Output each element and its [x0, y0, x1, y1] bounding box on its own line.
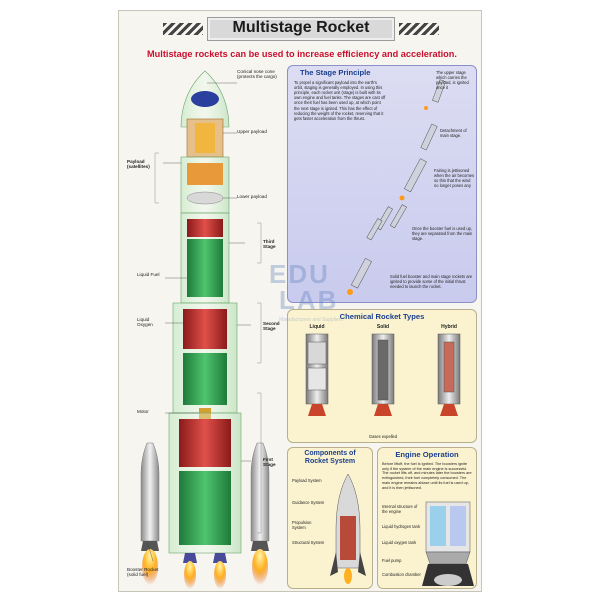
note-solid-fuel: Solid fuel booster and main stage rocket… — [390, 274, 473, 290]
title-bar — [207, 17, 395, 41]
component-guidance: Guidance System — [292, 500, 325, 505]
title-area: Multistage Rocket — [119, 11, 481, 51]
engine-label-hydrogen: Liquid hydrogen tank — [382, 524, 421, 529]
components-rocket-illustration — [330, 473, 366, 584]
label-second-stage: Second Stage — [263, 321, 280, 332]
chemical-heading: Chemical Rocket Types — [339, 312, 425, 321]
component-payload: Payload System — [292, 478, 322, 483]
label-lower-payload: Lower payload — [237, 194, 267, 199]
component-propulsion: Propulsion System — [292, 520, 312, 531]
watermark-line2: LAB — [279, 285, 339, 315]
label-liquid-oxygen: Liquid Oxygen — [137, 317, 153, 328]
type-liquid-label: Liquid — [309, 324, 325, 330]
stage-sequence-illustration — [347, 79, 446, 295]
engine-label-oxygen: Liquid oxygen tank — [382, 540, 417, 545]
type-hybrid-label: Hybrid — [441, 324, 457, 330]
poster-title: Multistage Rocket — [232, 19, 370, 36]
component-structural: Structural System — [292, 540, 325, 545]
note-booster: Once the booster fuel is used up, they a… — [412, 226, 473, 242]
type-solid-label: Solid — [376, 324, 390, 330]
label-upper-payload: Upper payload — [237, 129, 267, 134]
title-stripes-left — [163, 23, 203, 35]
chemical-types-illustration — [305, 333, 461, 416]
stage-principle-body: To propel a significant payload into the… — [294, 80, 386, 121]
engine-label-internal: Internal structure of the engine — [382, 504, 418, 515]
poster: Multistage Rocket Multistage rockets can… — [118, 10, 482, 592]
engine-label-fuel-pump: Fuel pump — [382, 558, 402, 563]
stage-principle-heading: The Stage Principle — [300, 68, 371, 77]
note-upper-stage: The upper stage which carries the payloa… — [436, 70, 469, 91]
label-motor: Motor — [137, 409, 149, 414]
gases-expelled-label: Gases expelled — [368, 434, 398, 439]
engine-label-combustion: Combustion chamber — [382, 572, 421, 577]
chemical-rocket-panel: Chemical Rocket Types Liquid Solid Hybri… — [287, 309, 477, 443]
label-third-stage: Third Stage — [263, 239, 276, 250]
title-stripes-right — [399, 23, 439, 35]
engine-illustration — [422, 501, 474, 586]
engine-panel: Engine Operation Before liftoff, the fue… — [377, 447, 477, 589]
note-fairing: Fairing is jettisoned when the air becom… — [434, 168, 475, 189]
rocket-illustration — [140, 70, 270, 589]
watermark-line1: EDU — [269, 259, 330, 289]
engine-body: Before liftoff, the fuel is ignited. The… — [382, 462, 472, 490]
components-panel: Components of Rocket System Payload Syst… — [287, 447, 373, 589]
components-heading: Components of Rocket System — [304, 450, 356, 465]
watermark-small: Manufacturers and Suppliers — [279, 317, 343, 323]
poster-subtitle: Multistage rockets can be used to increa… — [147, 49, 457, 59]
label-payload: Payload (satellites) — [127, 159, 150, 170]
label-conical-nose: Conical nose cone (protects the cargo) — [237, 69, 277, 80]
label-first-stage: First Stage — [263, 457, 276, 468]
label-booster: Booster Rocket (solid fuel) — [127, 567, 159, 578]
watermark: EDU LAB Manufacturers and Suppliers — [169, 259, 389, 339]
label-liquid-fuel: Liquid Fuel — [137, 272, 160, 277]
note-detachment: Detachment of main stage. — [440, 128, 467, 139]
engine-heading: Engine Operation — [395, 450, 459, 459]
stage-principle-panel: The Stage Principle To propel a signific… — [287, 65, 477, 303]
rocket-cutaway: Conical nose cone (protects the cargo) U… — [125, 63, 285, 591]
